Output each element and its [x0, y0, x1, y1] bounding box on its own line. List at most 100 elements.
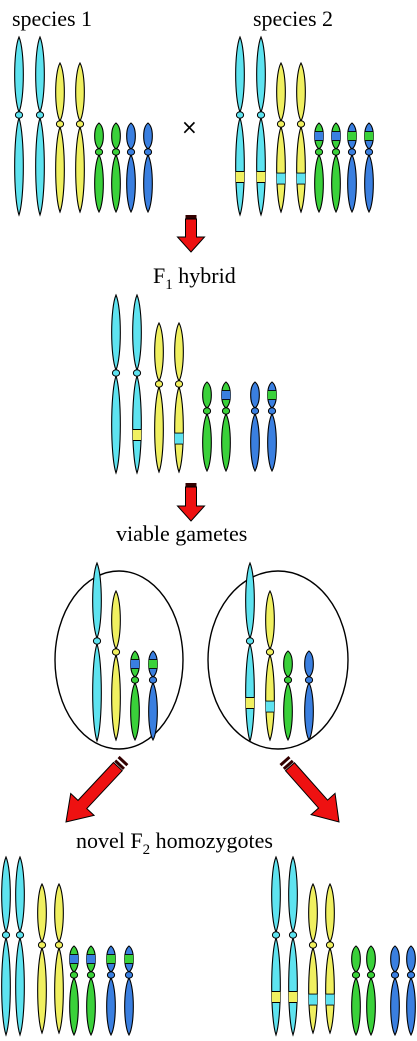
centromere — [296, 120, 306, 128]
f2-right-chromosome-6 — [366, 945, 376, 1037]
f2-right-chromosome-3 — [308, 882, 318, 1035]
species2-chromosome-8 — [364, 122, 374, 214]
down-arrow-to-f1 — [176, 215, 206, 253]
centromere — [75, 120, 85, 128]
arrows — [65, 215, 340, 823]
chromosome-lower-arm — [130, 681, 140, 742]
chromosome-lower-arm — [347, 153, 357, 214]
gamete-left-chromosomes — [92, 561, 158, 743]
chromosome-lower-arm — [283, 681, 293, 742]
chromosome-lower-arm — [1, 936, 11, 1037]
introgressed-band — [325, 994, 335, 1006]
centromere — [130, 676, 140, 684]
chromosome-upper-arm — [174, 321, 184, 383]
introgressed-band — [221, 390, 231, 400]
centromere — [245, 637, 255, 645]
chromosome-upper-arm — [265, 589, 275, 651]
chromosome-lower-arm — [92, 642, 102, 743]
chromosome-lower-arm — [111, 653, 121, 742]
chromosome-lower-arm — [37, 946, 47, 1035]
chromosome-upper-arm — [55, 61, 65, 123]
centromere — [250, 407, 260, 415]
down-arrow-to-gametes — [176, 483, 206, 522]
chromosome-upper-arm — [366, 945, 376, 973]
centromere — [351, 971, 361, 979]
f2-right-chromosome-2 — [288, 855, 298, 1037]
chromosome-lower-arm — [69, 976, 79, 1037]
chromosome-upper-arm — [202, 381, 212, 409]
introgressed-band — [314, 131, 324, 141]
species2-chromosome-3 — [276, 61, 286, 214]
centromere — [35, 111, 45, 119]
chromosome-lower-arm — [132, 374, 142, 475]
f2-right-chromosomes — [271, 855, 416, 1037]
species2-chromosome-5 — [314, 122, 324, 214]
centromere — [304, 676, 314, 684]
chromosome-upper-arm — [245, 561, 255, 640]
species1-chromosome-3 — [55, 61, 65, 214]
centromere — [126, 148, 136, 156]
centromere — [14, 111, 24, 119]
chromosome-upper-arm — [132, 293, 142, 372]
chromosome-lower-arm — [265, 653, 275, 742]
centromere — [69, 971, 79, 979]
chromosome-lower-arm — [366, 976, 376, 1037]
chromosome-upper-arm — [296, 61, 306, 123]
centromere — [265, 648, 275, 656]
f2-right-chromosome-4 — [325, 882, 335, 1035]
chromosome-lower-arm — [351, 976, 361, 1037]
chromosome-lower-arm — [308, 946, 318, 1035]
chromosome-upper-arm — [94, 122, 104, 150]
centromere — [132, 369, 142, 377]
f2-left-chromosomes — [1, 855, 134, 1037]
introgressed-band — [245, 697, 255, 709]
chromosome-lower-arm — [390, 976, 400, 1037]
chromosome-lower-arm — [174, 385, 184, 474]
chromosome-lower-arm — [75, 125, 85, 214]
chromosome-lower-arm — [14, 116, 24, 217]
centromere — [283, 676, 293, 684]
centromere — [174, 380, 184, 388]
chromosome-upper-arm — [14, 35, 24, 114]
species2-chromosome-1 — [235, 35, 245, 217]
f1-chromosome-1 — [111, 293, 121, 475]
chromosome-upper-arm — [304, 650, 314, 678]
introgressed-band — [148, 659, 158, 669]
centromere — [154, 380, 164, 388]
chromosome-upper-arm — [111, 293, 121, 372]
f2-left-chromosome-2 — [15, 855, 25, 1037]
f1-chromosome-7 — [250, 381, 260, 473]
centromere — [37, 941, 47, 949]
centromere — [308, 941, 318, 949]
chromosome-lower-arm — [256, 116, 266, 217]
chromosome-lower-arm — [15, 936, 25, 1037]
f2-left-chromosome-1 — [1, 855, 11, 1037]
f1-chromosome-6 — [221, 381, 231, 473]
centromere — [148, 676, 158, 684]
species1-chromosome-7 — [126, 122, 136, 214]
f2-left-chromosome-3 — [37, 882, 47, 1035]
species-1-chromosomes — [14, 35, 153, 217]
species1-chromosome-5 — [94, 122, 104, 214]
f1-chromosome-3 — [154, 321, 164, 474]
f2-left-chromosome-4 — [54, 882, 64, 1035]
chromosome-lower-arm — [202, 412, 212, 473]
chromosome-lower-arm — [288, 936, 298, 1037]
introgressed-band — [256, 171, 266, 183]
f1-chromosome-5 — [202, 381, 212, 473]
centromere — [94, 148, 104, 156]
f2-left-chromosome-7 — [106, 945, 116, 1037]
chromosome-lower-arm — [154, 385, 164, 474]
species1-chromosome-6 — [111, 122, 121, 214]
chromosome-lower-arm — [111, 374, 121, 475]
introgressed-band — [106, 954, 116, 964]
introgressed-band — [288, 991, 298, 1003]
chromosome-upper-arm — [276, 61, 286, 123]
chromosome-lower-arm — [276, 125, 286, 214]
species2-chromosome-7 — [347, 122, 357, 214]
species2-chromosome-2 — [256, 35, 266, 217]
chromosome-upper-arm — [235, 35, 245, 114]
centromere — [235, 111, 245, 119]
chromosome-upper-arm — [250, 381, 260, 409]
chromosome-upper-arm — [325, 882, 335, 944]
